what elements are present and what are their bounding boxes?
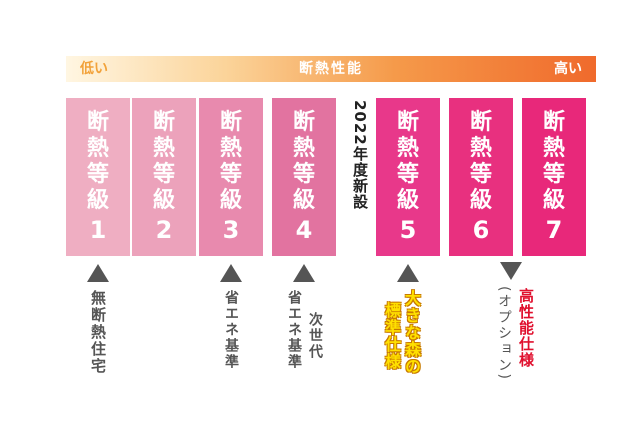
grade-label-char: 級: [542, 188, 565, 213]
grade-label-char: 等: [396, 162, 419, 187]
grade-2-box: 断 熱 等 級 2: [132, 98, 196, 256]
performance-title: 断熱性能: [299, 61, 363, 77]
grade-number: 4: [295, 216, 313, 244]
grade-number: 6: [472, 216, 490, 244]
insulation-performance-bar: 低い 断熱性能 高い: [66, 56, 596, 82]
new-in-2022-label: 2022年度新設: [351, 100, 369, 210]
grade-label-char: 断: [292, 110, 315, 135]
arrow-up-icon: [293, 264, 315, 282]
grade-label-char: 熱: [396, 136, 419, 161]
grade-label-char: 断: [219, 110, 242, 135]
grade-label-char: 等: [219, 162, 242, 187]
grade3-annotation: 省エネ基準: [223, 290, 239, 370]
high-label: 高い: [554, 61, 582, 77]
grade-label-char: 級: [469, 188, 492, 213]
grade-label-char: 等: [469, 162, 492, 187]
grade-5-box: 断 熱 等 級 5: [376, 98, 440, 256]
grade7-option-label: 高性能仕様: [517, 288, 535, 368]
grade-label-char: 級: [152, 188, 175, 213]
grade-number: 7: [545, 216, 563, 244]
grade-6-box: 断 熱 等 級 6: [449, 98, 513, 256]
grade-label-char: 熱: [152, 136, 175, 161]
grade4-annotation: 省エネ基準: [286, 290, 302, 370]
grade5-standard-line1: 大きな森の: [402, 290, 421, 375]
grade-label-char: 等: [542, 162, 565, 187]
low-label: 低い: [80, 61, 108, 77]
grade-label-char: 熱: [219, 136, 242, 161]
arrow-up-icon: [220, 264, 242, 282]
grade-label-char: 熱: [469, 136, 492, 161]
grade-3-box: 断 熱 等 級 3: [199, 98, 263, 256]
grade-number: 5: [399, 216, 417, 244]
grade-label-char: 断: [469, 110, 492, 135]
grade-label-char: 等: [86, 162, 109, 187]
arrow-up-icon: [87, 264, 109, 282]
grade-label-char: 級: [292, 188, 315, 213]
grade-label-char: 断: [396, 110, 419, 135]
grade-1-box: 断 熱 等 級 1: [66, 98, 130, 256]
grade-label-char: 熱: [542, 136, 565, 161]
grade-number: 1: [89, 216, 107, 244]
grade-7-box: 断 熱 等 級 7: [522, 98, 586, 256]
grade-label-char: 熱: [292, 136, 315, 161]
grade-number: 3: [222, 216, 240, 244]
grade7-option-note: (オプション): [496, 286, 512, 381]
grade-label-char: 断: [86, 110, 109, 135]
grade-label-char: 断: [542, 110, 565, 135]
grade-label-char: 級: [219, 188, 242, 213]
grade-number: 2: [155, 216, 173, 244]
grade-label-char: 等: [152, 162, 175, 187]
grade-label-char: 断: [152, 110, 175, 135]
arrow-up-icon: [397, 264, 419, 282]
grade5-standard-line2: 標準仕様: [382, 302, 401, 370]
arrow-down-icon: [500, 262, 522, 280]
grade-label-char: 級: [86, 188, 109, 213]
grade-label-char: 等: [292, 162, 315, 187]
grade-label-char: 級: [396, 188, 419, 213]
grade4-annotation-secondary: 次世代: [307, 312, 323, 360]
grade1-annotation: 無断熱住宅: [89, 290, 107, 375]
grade-4-box: 断 熱 等 級 4: [272, 98, 336, 256]
grade-label-char: 熱: [86, 136, 109, 161]
